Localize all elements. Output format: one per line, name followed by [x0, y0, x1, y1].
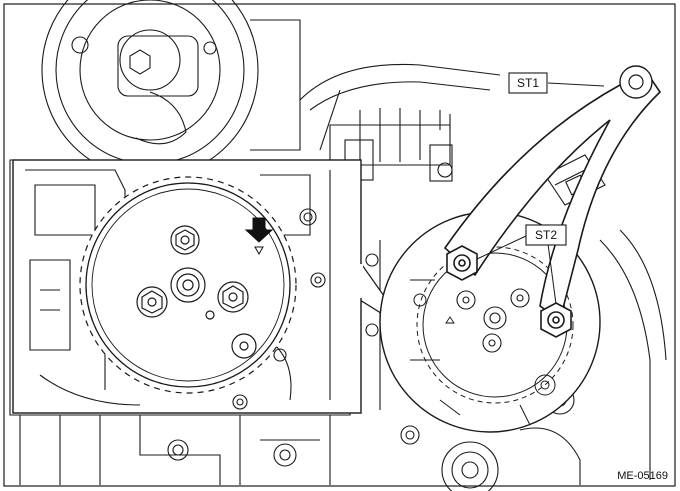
special-tool-st2-pins: [446, 245, 572, 338]
st1-label: ST1: [517, 76, 539, 90]
callout-st2: ST2: [476, 224, 567, 305]
detail-inset: [12, 159, 409, 414]
sprocket-bolts: [136, 225, 257, 359]
down-arrow-icon: [244, 217, 274, 243]
triangle-mark-icon: [254, 246, 264, 256]
special-tool-st1: [443, 65, 662, 322]
st2-label: ST2: [535, 228, 557, 242]
detail-circle: [379, 211, 601, 433]
figure-code: ME-05169: [617, 470, 668, 482]
callout-st1: ST1: [508, 72, 605, 94]
